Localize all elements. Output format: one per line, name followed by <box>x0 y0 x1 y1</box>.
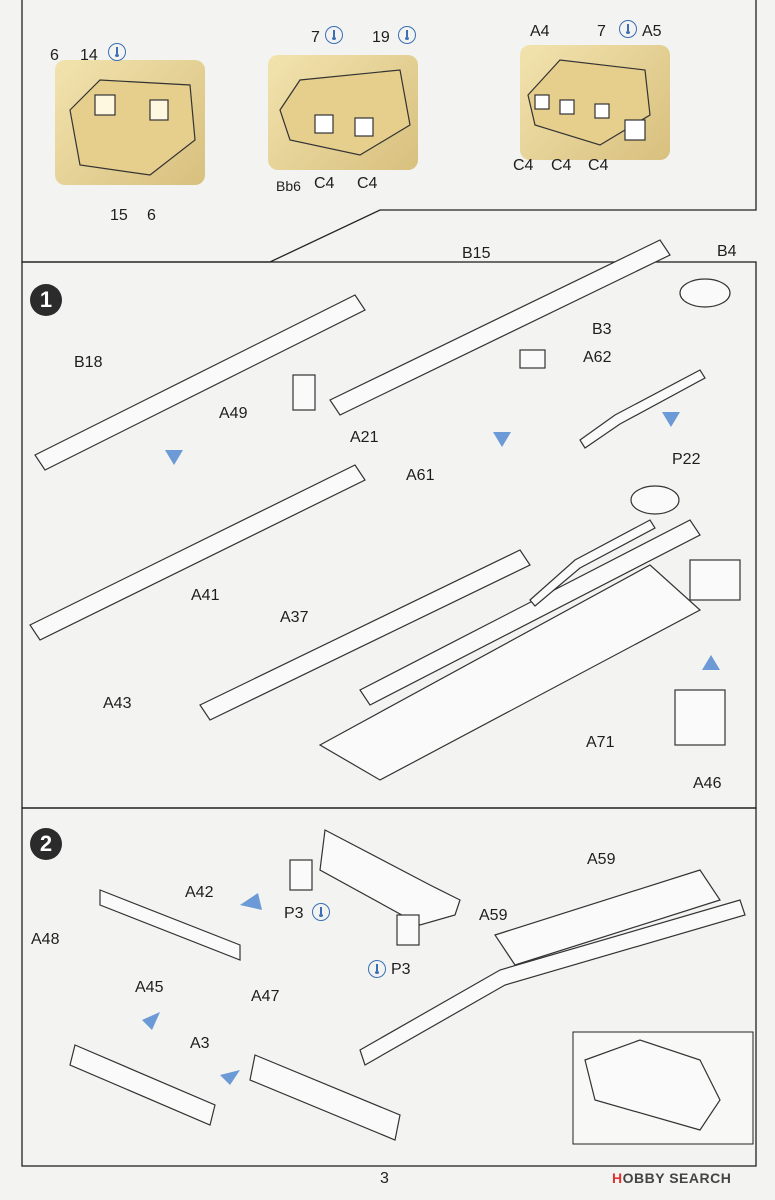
label-a37: A37 <box>280 609 309 626</box>
label-a3: A3 <box>190 1035 210 1052</box>
label-photo-right-c4a: C4 <box>513 157 534 174</box>
watermark: HOBBY SEARCH <box>612 1170 732 1186</box>
label-a47: A47 <box>251 988 280 1005</box>
label-p3-left: P3 <box>284 905 304 922</box>
label-photo-left-14: 14 <box>80 47 98 64</box>
label-a59-top: A59 <box>587 851 616 868</box>
label-a59-mid: A59 <box>479 907 508 924</box>
label-a62: A62 <box>583 349 612 366</box>
label-a43: A43 <box>103 695 132 712</box>
label-photo-left-15: 15 <box>110 207 128 224</box>
label-photo-right-7: 7 <box>597 23 606 40</box>
label-a41: A41 <box>191 587 220 604</box>
label-a42: A42 <box>185 884 214 901</box>
label-a49: A49 <box>219 405 248 422</box>
label-b18: B18 <box>74 354 103 371</box>
label-a21: A21 <box>350 429 379 446</box>
label-photo-right-c4c: C4 <box>588 157 609 174</box>
paint-icon <box>368 960 386 978</box>
label-photo-middle-19: 19 <box>372 29 390 46</box>
label-b3: B3 <box>592 321 612 338</box>
label-photo-left-6: 6 <box>50 47 59 64</box>
paint-icon <box>398 26 416 44</box>
paint-icon <box>325 26 343 44</box>
label-a61: A61 <box>406 467 435 484</box>
label-photo-middle-bb6: Bb6 <box>276 178 301 194</box>
paint-icon <box>619 20 637 38</box>
label-b4: B4 <box>717 243 737 260</box>
paint-icon <box>108 43 126 61</box>
label-photo-middle-c4b: C4 <box>357 175 378 192</box>
label-a71: A71 <box>586 734 615 751</box>
label-photo-left-6b: 6 <box>147 207 156 224</box>
label-a45: A45 <box>135 979 164 996</box>
label-photo-middle-7: 7 <box>311 29 320 46</box>
label-a48: A48 <box>31 931 60 948</box>
label-a46: A46 <box>693 775 722 792</box>
label-photo-right-a5: A5 <box>642 23 662 40</box>
label-p3-right: P3 <box>391 961 411 978</box>
label-b15: B15 <box>462 245 491 262</box>
page-number: 3 <box>380 1170 389 1187</box>
label-photo-middle-c4a: C4 <box>314 175 335 192</box>
paint-icon <box>312 903 330 921</box>
step-1-badge: 1 <box>30 284 62 316</box>
step-2-badge: 2 <box>30 828 62 860</box>
label-photo-right-c4b: C4 <box>551 157 572 174</box>
label-p22: P22 <box>672 451 701 468</box>
label-photo-right-a4: A4 <box>530 23 550 40</box>
